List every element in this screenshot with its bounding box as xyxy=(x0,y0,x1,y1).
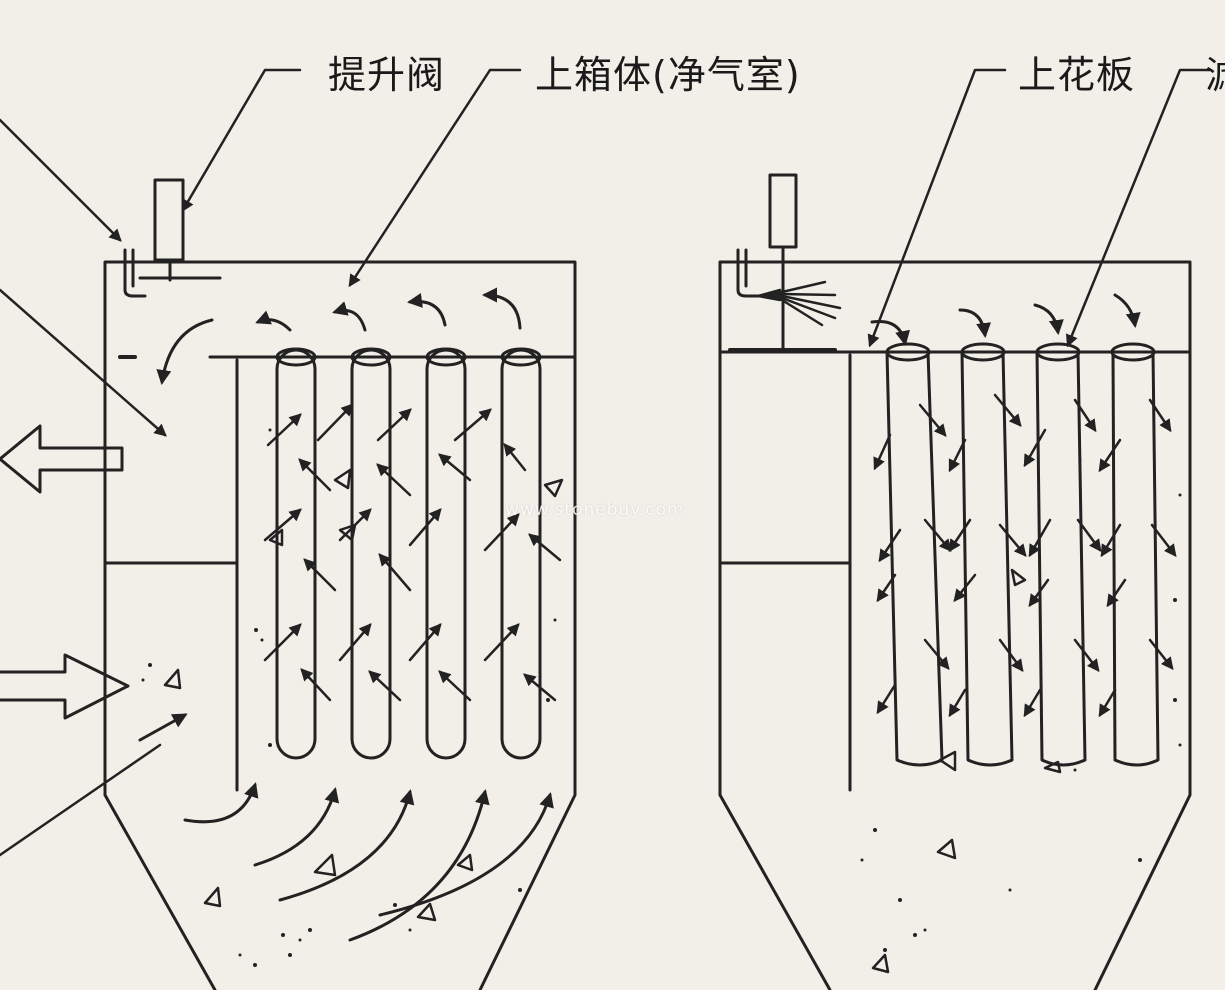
left-leader-lines xyxy=(0,68,522,857)
right-dust-dots xyxy=(860,458,1182,952)
right-dust-particles xyxy=(871,568,1062,974)
left-housing-outline xyxy=(103,260,577,990)
right-pulse-arrows xyxy=(870,293,1141,346)
filter-bag xyxy=(425,348,467,760)
filter-bag xyxy=(500,348,542,760)
watermark-text: www.stonebuy.com xyxy=(505,500,685,520)
left-inlet-arrow-icon xyxy=(0,653,130,720)
left-lift-valve-icon xyxy=(153,178,185,262)
right-filter-bags xyxy=(885,342,1160,767)
right-unit xyxy=(718,68,1212,990)
right-bag-flow-arrows xyxy=(873,393,1177,718)
filter-bag xyxy=(1035,350,1087,767)
left-pulse-pipe-icon xyxy=(123,248,147,298)
left-bag-flow-arrows xyxy=(263,403,562,702)
label-lift-valve: 提升阀 xyxy=(328,53,446,97)
label-upper-tube-sheet: 上花板 xyxy=(1018,53,1136,97)
left-outlet-arrow-icon xyxy=(0,424,124,494)
left-dusty-gas-arrows xyxy=(138,713,554,942)
left-clean-gas-arrows xyxy=(156,287,522,385)
left-dust-dots xyxy=(141,428,557,967)
left-filter-bags xyxy=(275,347,542,760)
filter-bag xyxy=(885,350,944,767)
right-pulse-pipe-icon xyxy=(736,248,760,298)
filter-bag xyxy=(350,348,392,760)
label-cut-off: 滤 xyxy=(1205,44,1225,99)
left-dust-particles xyxy=(163,468,564,922)
left-unit xyxy=(0,68,577,990)
filter-bag xyxy=(960,350,1014,767)
filter-bag xyxy=(1111,350,1160,767)
pulse-jet-spray-icon xyxy=(756,280,842,327)
right-lift-valve-icon xyxy=(768,173,798,249)
right-housing-outline xyxy=(718,260,1192,990)
right-leader-lines xyxy=(867,68,1212,348)
filter-bag xyxy=(275,348,317,760)
label-upper-box-clean-air-chamber: 上箱体(净气室) xyxy=(535,53,801,97)
